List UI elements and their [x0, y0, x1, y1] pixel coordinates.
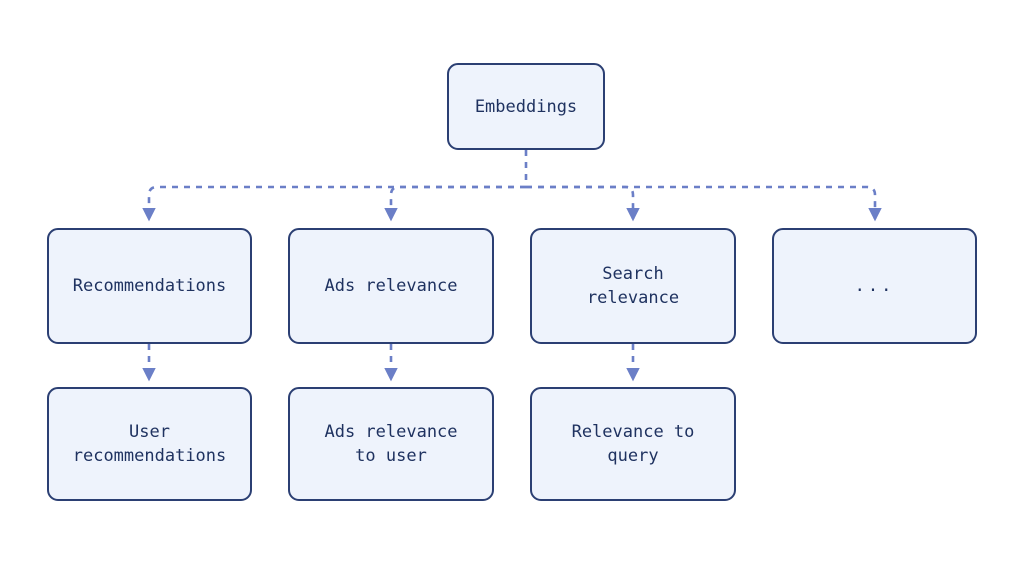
edge-embeddings-to-recommendations [142, 185, 526, 222]
node-ads-relevance-to-user[interactable]: Ads relevance to user [288, 387, 494, 501]
node-recommendations-label: Recommendations [72, 276, 227, 296]
node-user-recommendations[interactable]: User recommendations [47, 387, 252, 501]
node-search-relevance-label: Search relevance [586, 264, 680, 308]
node-ads-relevance-to-user-label: Ads relevance to user [324, 422, 458, 466]
edge-embeddings-to-ellipsis [526, 185, 882, 222]
edge-embeddings-to-search-relevance [526, 185, 640, 222]
node-search-relevance[interactable]: Search relevance [530, 228, 736, 344]
node-ads-relevance-label: Ads relevance [324, 276, 458, 296]
node-ellipsis[interactable]: ... [772, 228, 977, 344]
node-relevance-to-query-label: Relevance to query [571, 422, 695, 466]
node-user-recommendations-label: User recommendations [72, 422, 227, 466]
node-recommendations[interactable]: Recommendations [47, 228, 252, 344]
node-ellipsis-label: ... [854, 276, 895, 296]
node-embeddings[interactable]: Embeddings [447, 63, 605, 150]
node-embeddings-label: Embeddings [474, 96, 578, 117]
edge-embeddings-to-ads-relevance [384, 185, 526, 222]
node-relevance-to-query[interactable]: Relevance to query [530, 387, 736, 501]
node-ads-relevance[interactable]: Ads relevance [288, 228, 494, 344]
